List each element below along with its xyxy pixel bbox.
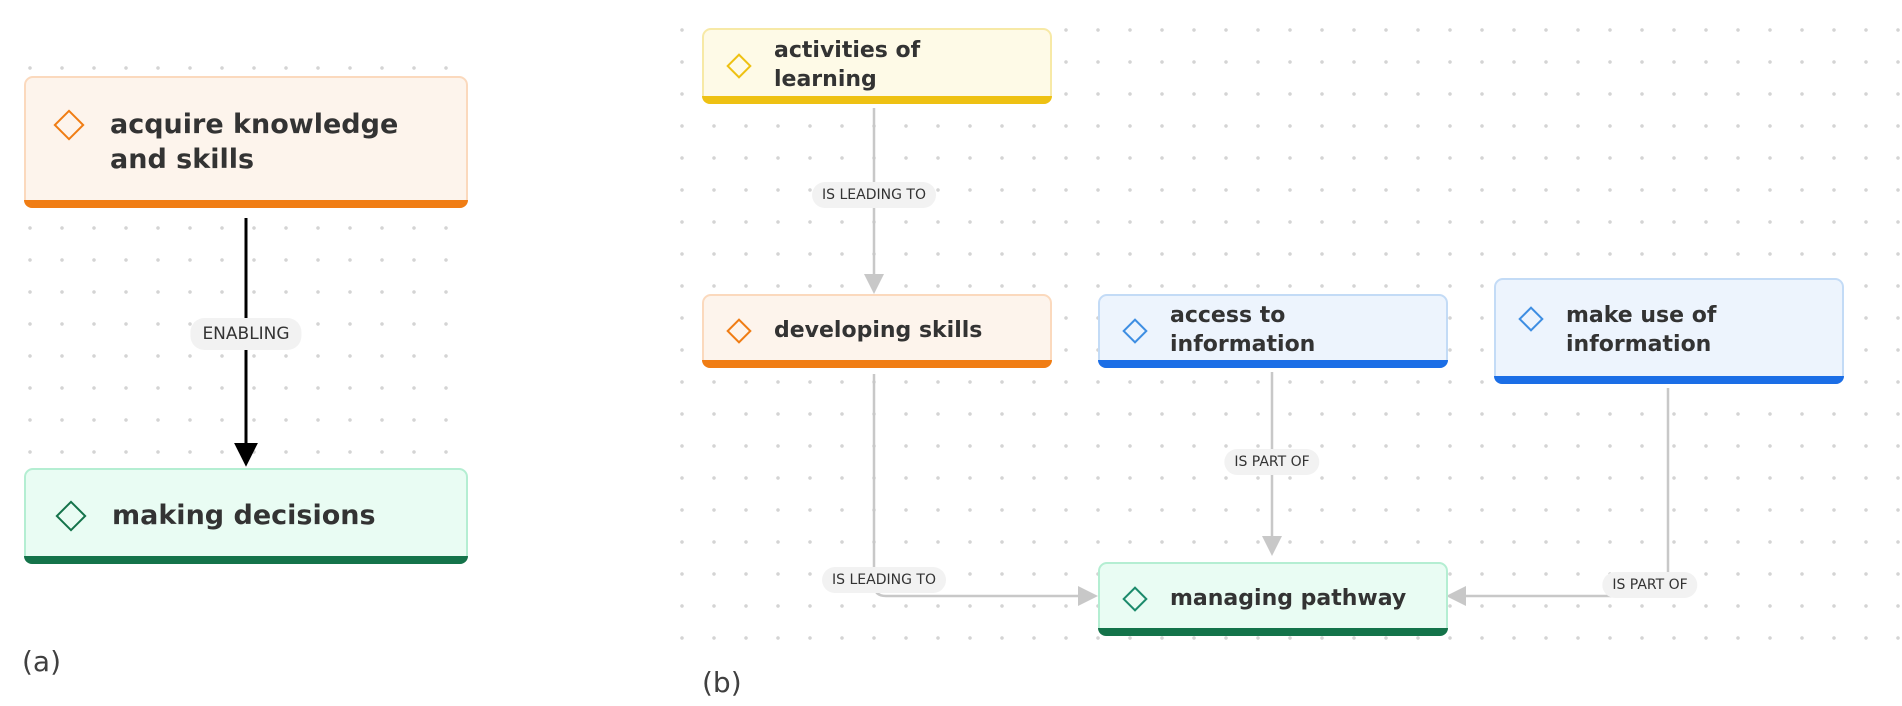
edge-label-is-part-of-2: IS PART OF	[1602, 572, 1698, 598]
node-bar	[24, 556, 468, 564]
node-label: making decisions	[112, 500, 376, 532]
diamond-icon	[1518, 306, 1544, 332]
node-acquire-knowledge[interactable]: acquire knowledge and skills	[24, 76, 468, 208]
node-developing-skills[interactable]: developing skills	[702, 294, 1052, 368]
diamond-icon	[53, 109, 85, 141]
node-label: access to information	[1170, 303, 1316, 357]
caption-a: (a)	[22, 645, 62, 678]
node-label: developing skills	[774, 317, 983, 343]
node-bar	[702, 96, 1052, 104]
node-make-use-of-information[interactable]: make use of information	[1494, 278, 1844, 384]
diamond-icon	[726, 318, 752, 344]
diamond-icon	[55, 500, 87, 532]
node-access-to-information[interactable]: access to information	[1098, 294, 1448, 368]
diamond-icon	[1122, 318, 1148, 344]
node-bar	[1098, 628, 1448, 636]
edge-label-is-part-of-1: IS PART OF	[1224, 449, 1320, 475]
diamond-icon	[1122, 586, 1148, 612]
edge-label-enabling: ENABLING	[190, 318, 302, 350]
node-bar	[24, 200, 468, 208]
node-making-decisions[interactable]: making decisions	[24, 468, 468, 564]
edge-makeuse-managing-line	[1446, 388, 1670, 606]
edge-label-is-leading-to-2: IS LEADING TO	[822, 567, 946, 593]
node-label: managing pathway	[1170, 585, 1407, 611]
edge-label-is-leading-to-1: IS LEADING TO	[812, 182, 936, 208]
caption-b: (b)	[702, 666, 742, 699]
node-bar	[702, 360, 1052, 368]
diamond-icon	[726, 53, 752, 79]
node-label: acquire knowledge and skills	[110, 108, 399, 175]
node-bar	[1098, 360, 1448, 368]
node-label: make use of information	[1566, 303, 1717, 357]
node-managing-pathway[interactable]: managing pathway	[1098, 562, 1448, 636]
node-bar	[1494, 376, 1844, 384]
node-activities-of-learning[interactable]: activities of learning	[702, 28, 1052, 104]
node-label: activities of learning	[774, 38, 921, 92]
edge-developing-managing-line	[872, 374, 1098, 606]
